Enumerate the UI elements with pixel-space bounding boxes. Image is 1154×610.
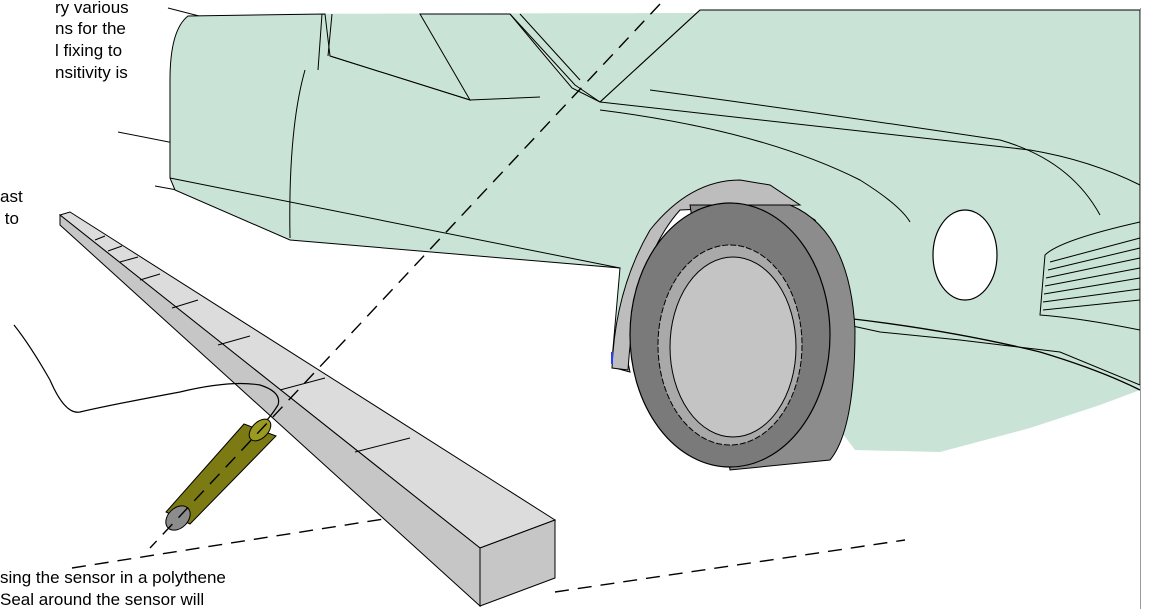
blue-marker [611, 352, 613, 364]
wheel-disc [669, 256, 797, 438]
kerb-joints [94, 235, 411, 453]
annotation-top-left-line-1: ry various [55, 0, 129, 17]
bonnet-line [599, 101, 1141, 186]
kerb-side [59, 213, 481, 608]
annotation-top-left-line-4: nsitivity is [55, 63, 128, 82]
grille-bars [1042, 237, 1141, 311]
pillar-line [317, 13, 323, 71]
annotation-mid-left-line-1: ast [0, 187, 23, 206]
dashed-detection-lines [71, 3, 906, 593]
car-body-panel [200, 10, 1140, 452]
pillar-line-2 [327, 13, 333, 57]
kerb-stone [58, 211, 557, 608]
wheel-icon [611, 179, 856, 471]
annotation-top-left-line-3: l fixing to [55, 41, 123, 60]
annotation-top-left-line-2: ns for the [55, 19, 126, 38]
a-pillar-inner [519, 13, 581, 81]
headlight-icon [932, 209, 998, 301]
a-pillar [509, 9, 701, 103]
frame-border [1140, 8, 1141, 609]
annotation-mid-left-line-2: to [0, 209, 19, 228]
sensor-cable [13, 324, 280, 426]
door-seam [289, 69, 306, 239]
annotation-bottom-line-2: Seal around the sensor will [0, 590, 205, 609]
annotation-bottom-line-1: sing the sensor in a polythene [0, 568, 226, 587]
window-line [329, 55, 541, 101]
kerb-end [479, 519, 556, 607]
wing-line [599, 109, 911, 223]
bonnet-crease [649, 89, 1101, 216]
bumper [844, 317, 1141, 391]
body-side-line [169, 177, 621, 269]
